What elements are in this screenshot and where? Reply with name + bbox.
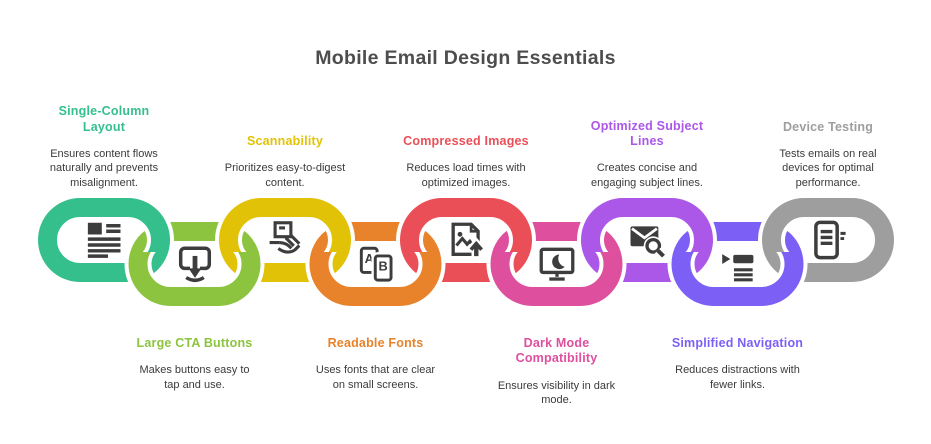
- simplified-navigation-chain-link: [671, 222, 804, 306]
- readable-fonts-desc: Uses fonts that are clear on small scree…: [315, 364, 436, 391]
- scannability-item: Scannability Prioritizes easy-to-digest …: [197, 134, 373, 190]
- mail-search-icon: [625, 218, 669, 262]
- compressed-images-label: Compressed Images: [403, 133, 529, 148]
- device-testing-item: Device Testing Tests emails on real devi…: [740, 120, 916, 190]
- compressed-images-chain-link: [400, 198, 532, 252]
- single-column-icon: [82, 218, 126, 262]
- dark-mode-compatibility-desc: Ensures visibility in dark mode.: [497, 379, 616, 406]
- compressed-images-desc: Reduces load times with optimized images…: [406, 162, 526, 189]
- large-cta-buttons-label: Large CTA Buttons: [136, 336, 253, 350]
- single-column-layout-desc: Ensures content flows naturally and prev…: [49, 147, 159, 189]
- scannability-chain-link: [219, 198, 351, 252]
- optimized-subject-lines-desc: Creates concise and engaging subject lin…: [591, 162, 703, 189]
- tap-button-icon: [173, 242, 217, 286]
- large-cta-buttons-desc: Makes buttons easy to tap and use.: [139, 364, 250, 391]
- single-column-layout-chain-link: [38, 198, 170, 252]
- compressed-images-item: Compressed Images Reduces load times wit…: [378, 134, 554, 190]
- dark-mode-compatibility-item: Dark Mode Compatibility Ensures visibili…: [469, 336, 645, 407]
- optimized-subject-lines-item: Optimized Subject Lines Creates concise …: [559, 119, 735, 190]
- single-column-layout-item: Single-Column Layout Ensures content flo…: [16, 104, 192, 190]
- dark-mode-compatibility-chain-link: [490, 222, 623, 306]
- optimized-subject-lines-chain-link: [581, 198, 713, 252]
- dark-mode-compatibility-label: Dark Mode Compatibility: [515, 336, 598, 366]
- device-testing-chain-link: [762, 198, 894, 252]
- svg-text:B: B: [378, 259, 387, 274]
- simplified-navigation-desc: Reduces distractions with fewer links.: [675, 364, 800, 391]
- simplified-navigation-label: Simplified Navigation: [671, 336, 804, 350]
- large-cta-buttons-chain-link: [128, 222, 261, 306]
- dark-mode-monitor-icon: [535, 242, 579, 286]
- image-upload-icon: [444, 218, 488, 262]
- chain-bottom-row: [124, 218, 808, 310]
- page-title: Mobile Email Design Essentials: [315, 47, 616, 69]
- readable-fonts-item: Readable Fonts Uses fonts that are clear…: [288, 336, 464, 392]
- device-test-icon: [806, 218, 850, 262]
- readable-fonts-chain-link: [309, 222, 442, 306]
- scannability-label: Scannability: [246, 133, 324, 148]
- chain-top-row-overlap: [34, 194, 898, 252]
- device-testing-label: Device Testing: [782, 119, 874, 134]
- single-column-layout-label: Single-Column Layout: [58, 104, 150, 134]
- scannability-desc: Prioritizes easy-to-digest content.: [224, 162, 346, 189]
- svg-text:A: A: [364, 251, 373, 266]
- simplified-navigation-item: Simplified Navigation Reduces distractio…: [650, 336, 826, 392]
- nav-list-icon: [716, 242, 760, 286]
- readable-fonts-label: Readable Fonts: [327, 336, 424, 350]
- hand-document-icon: [263, 218, 307, 262]
- device-testing-desc: Tests emails on real devices for optimal…: [779, 147, 877, 189]
- optimized-subject-lines-label: Optimized Subject Lines: [590, 118, 704, 148]
- large-cta-buttons-item: Large CTA Buttons Makes buttons easy to …: [107, 336, 283, 392]
